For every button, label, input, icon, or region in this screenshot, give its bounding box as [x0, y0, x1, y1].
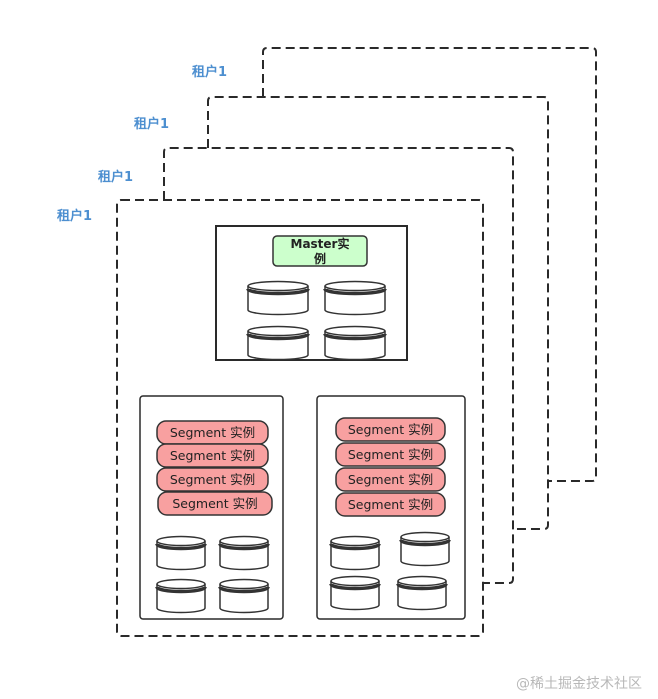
disk-icon: [396, 575, 448, 611]
disk-icon: [218, 535, 270, 571]
segment-instance: Segment 实例: [335, 467, 446, 492]
disk-icon: [218, 578, 270, 614]
disk-icon: [155, 578, 207, 614]
segment-instance-label: Segment 实例: [348, 422, 433, 437]
segment-instance: Segment 实例: [335, 442, 446, 467]
segment-instance-label: Segment 实例: [348, 472, 433, 487]
tenant-label-3: 租户1: [134, 117, 170, 132]
tenant-label-4: 租户1: [192, 65, 228, 80]
segment-instance-label: Segment 实例: [170, 448, 255, 463]
disk-icon: [329, 535, 381, 571]
segment-instance: Segment 实例: [156, 467, 269, 492]
segment-instance-label: Segment 实例: [348, 497, 433, 512]
disk-icon: [323, 280, 387, 316]
segment-group-1: Segment 实例 Segment 实例 Segment 实例 Segment 实例: [155, 420, 273, 614]
master-disks: [246, 280, 387, 361]
disk-icon: [399, 531, 451, 567]
disk-icon: [323, 325, 387, 361]
tenant-frame-4: [262, 47, 597, 482]
disk-icon: [329, 575, 381, 611]
master-instance-label-line2: 例: [314, 251, 326, 266]
disk-icon: [155, 535, 207, 571]
tenant-label-2: 租户1: [98, 170, 134, 185]
master-instance-label-line1: Master实: [291, 236, 350, 251]
disk-icon: [246, 325, 310, 361]
segment-instance: Segment 实例: [156, 443, 269, 468]
segment-group-2: Segment 实例 Segment 实例 Segment 实例 Segment 实例: [329, 417, 451, 611]
tenant-frame-1: [116, 199, 484, 637]
segment-instance: Segment 实例: [335, 492, 446, 517]
segment-instance-label: Segment 实例: [172, 496, 257, 511]
tenant-frame-3: [207, 96, 549, 530]
segment-instance: Segment 实例: [157, 491, 273, 516]
disk-icon: [246, 280, 310, 316]
watermark: @稀土掘金技术社区: [516, 676, 642, 692]
segment-instance: Segment 实例: [335, 417, 446, 442]
tenant-label-1: 租户1: [57, 209, 93, 224]
tenant-frames: [116, 47, 597, 637]
segment-instance: Segment 实例: [156, 420, 269, 445]
tenant-frame-2: [163, 147, 514, 584]
segment-instance-label: Segment 实例: [170, 425, 255, 440]
segment-instance-label: Segment 实例: [170, 472, 255, 487]
segment-instance-label: Segment 实例: [348, 447, 433, 462]
master-instance: [272, 235, 368, 267]
